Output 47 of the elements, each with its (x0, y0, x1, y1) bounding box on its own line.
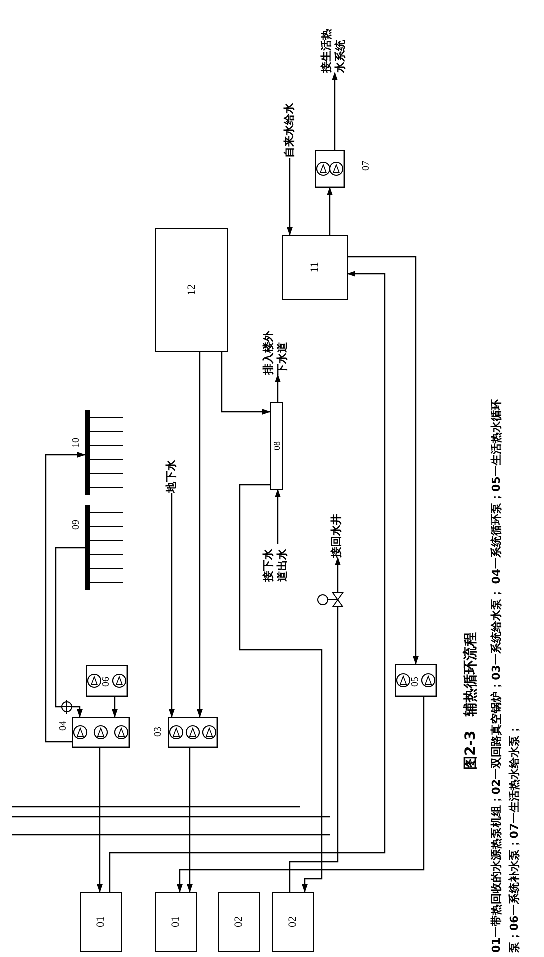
equipment-box (270, 402, 283, 490)
pipe-arrow (112, 697, 118, 718)
pipe-arrow (187, 748, 193, 893)
unit-number: 07 (362, 161, 372, 171)
equipment-box (218, 892, 260, 952)
box-label: 02 (287, 916, 299, 928)
pipe-arrow (348, 256, 419, 665)
figure-title: 图2-3 辅热循环流程 (462, 632, 480, 770)
box-label: 02 (233, 916, 245, 928)
pipe-arrow (327, 187, 333, 235)
pipe-label: 排入楼外下水道 (262, 325, 294, 375)
pipe-label: 接生活热水系统 (320, 23, 352, 73)
pipe-arrow (275, 374, 281, 402)
box-label: 01 (170, 916, 182, 928)
unit-number: 05 (411, 677, 421, 687)
equipment-box (155, 228, 228, 352)
pipe-arrow (239, 484, 323, 893)
pipe-label: 自来水给水 (283, 88, 299, 158)
pipe-arrow (287, 158, 293, 236)
pipe-label: 接回水井 (330, 506, 346, 558)
equipment-box (155, 892, 197, 952)
pipe-arrow (289, 557, 341, 892)
pipe-arrow (177, 697, 425, 893)
box-label: 08 (272, 442, 282, 450)
pipe-arrow (45, 452, 86, 743)
pipe-arrow (169, 493, 175, 718)
unit-number: 04 (59, 721, 69, 731)
pipe-label: 地下水 (165, 453, 181, 493)
unit-number: 03 (154, 727, 164, 737)
equipment-box (282, 235, 348, 300)
unit-number: 09 (72, 520, 82, 530)
pipe-arrow (55, 547, 85, 718)
pipe-arrow (97, 748, 103, 893)
figure-caption: 01一带热回收的水源热泵机组；02一双回路真空锅炉；03一系统给水泵； 04一系统循环泵；05一生活热水循环泵；06一系统补水泵；07一生活热水给水泵； (489, 398, 522, 953)
unit-number: 06 (102, 677, 112, 687)
unit-number: 10 (72, 438, 82, 448)
box-label: 01 (95, 916, 107, 928)
pipe-arrow (109, 271, 386, 892)
pipe-arrow (275, 489, 281, 544)
pipe-arrow (197, 352, 203, 718)
equipment-box (272, 892, 314, 952)
pipe-label: 接下水道出水 (262, 544, 294, 582)
equipment-box (80, 892, 122, 952)
pipe-arrow (221, 352, 271, 415)
pipe-arrow (332, 72, 338, 150)
box-label: 12 (186, 284, 198, 296)
box-label: 11 (309, 262, 321, 273)
